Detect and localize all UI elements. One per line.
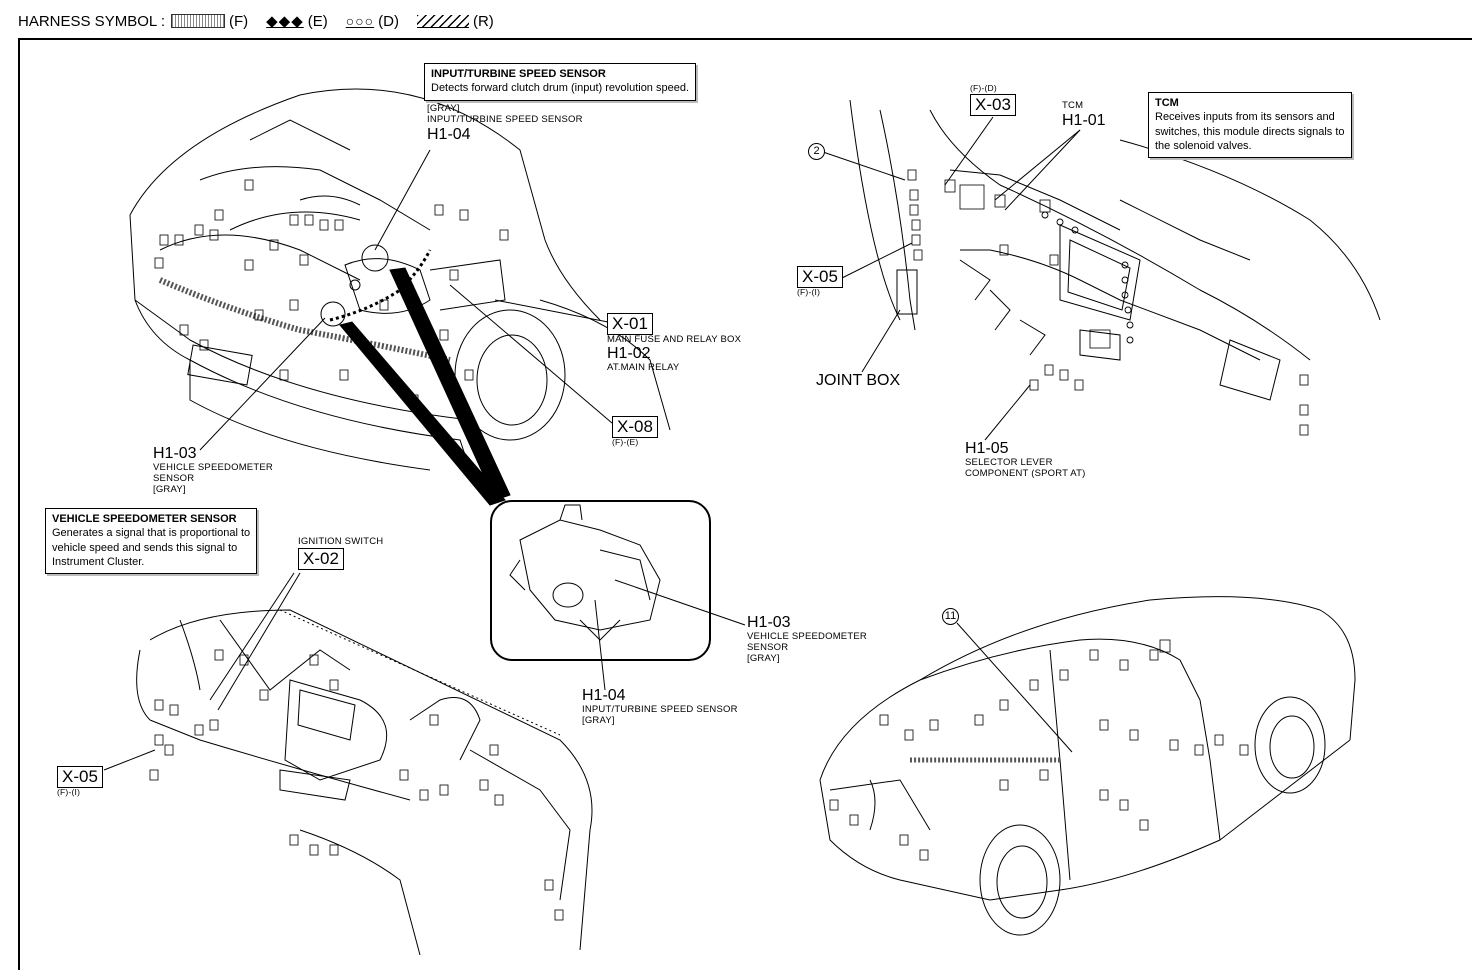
callout-text: Detects forward clutch drum (input) revo… <box>431 82 690 95</box>
inset-transmission-drawing <box>509 504 746 691</box>
tcm-code: H1-01 <box>1062 111 1106 129</box>
x-02-code: X-02 <box>298 547 344 570</box>
harness-r-label: (R) <box>472 12 494 30</box>
x-05-sub: (F)-(I) <box>57 787 81 797</box>
joint-box-shape <box>896 269 918 315</box>
h1-05-line2: COMPONENT (SPORT AT) <box>965 468 1086 480</box>
h1-05-label: H1-05 SELECTOR LEVER COMPONENT (SPORT AT… <box>965 440 1085 480</box>
callout-line: Generates a signal that is proportional … <box>52 527 251 540</box>
joint-box-label: JOINT BOX <box>816 372 901 389</box>
transmission-detail-inset <box>490 500 711 661</box>
h1-04-line2: [GRAY] <box>582 715 615 727</box>
harness-e-pattern-icon: ◆◆◆ <box>266 13 304 30</box>
x-03-sub: (F)-(D) <box>970 83 997 93</box>
harness-symbol-legend: HARNESS SYMBOL : (F) ◆◆◆ (E) ○○○ (D) (R) <box>18 10 494 32</box>
x-08-sub: (F)-(E) <box>612 437 639 447</box>
h1-04-line1: INPUT/TURBINE SPEED SENSOR <box>582 704 738 716</box>
harness-d-label: (D) <box>378 12 399 30</box>
x-05-sub: (F)-(I) <box>797 287 821 297</box>
callout-line: switches, this module directs signals to <box>1155 125 1345 138</box>
callout-line: the solenoid valves. <box>1155 139 1252 152</box>
dashboard-interior-drawing <box>822 99 1381 441</box>
h1-03-line3: [GRAY] <box>747 653 780 665</box>
h1-02-name: AT.MAIN RELAY <box>607 362 680 374</box>
callout-title: INPUT/TURBINE SPEED SENSOR <box>431 68 606 80</box>
h1-04-code: H1-04 <box>427 125 471 143</box>
speedometer-callout: VEHICLE SPEEDOMETER SENSOR Generates a s… <box>45 508 258 575</box>
tcm-label: TCM H1-01 <box>1062 100 1106 130</box>
x-03-code: X-03 <box>970 93 1016 116</box>
x-01-code: X-01 <box>607 313 653 335</box>
callout-line: vehicle speed and sends this signal to <box>52 541 238 554</box>
h1-04-gray: [GRAY] <box>427 103 460 114</box>
h1-05-line1: SELECTOR LEVER <box>965 457 1053 469</box>
ignition-switch-label: IGNITION SWITCH X-02 <box>298 536 384 570</box>
h1-04-name: INPUT/TURBINE SPEED SENSOR <box>427 113 583 125</box>
h1-03-code: H1-03 <box>747 614 791 631</box>
h1-04-code: H1-04 <box>582 687 626 704</box>
h1-03-line2: SENSOR <box>747 642 789 654</box>
instrument-panel-drawing <box>103 572 593 955</box>
callout-title: VEHICLE SPEEDOMETER SENSOR <box>52 513 237 525</box>
harness-f-label: (F) <box>228 12 249 30</box>
callout-line: Receives inputs from its sensors and <box>1155 111 1335 124</box>
h1-02-label: H1-02 AT.MAIN RELAY <box>607 345 679 374</box>
car-body-drawing <box>819 596 1356 936</box>
diagram-frame <box>18 38 1472 970</box>
x-01-name: MAIN FUSE AND RELAY BOX <box>607 334 742 345</box>
harness-r-pattern-icon <box>416 14 469 28</box>
x-08-label: X-08 (F)-(E) <box>612 416 658 448</box>
h1-03-line2: SENSOR <box>153 473 195 485</box>
x-01-label: X-01 MAIN FUSE AND RELAY BOX <box>607 313 741 346</box>
harness-d-pattern-icon: ○○○ <box>345 13 375 29</box>
x-08-code: X-08 <box>612 416 658 438</box>
h1-03-line1: VEHICLE SPEEDOMETER <box>153 462 273 474</box>
callout-title: TCM <box>1155 97 1179 109</box>
tcm-callout: TCM Receives inputs from its sensors and… <box>1148 92 1352 159</box>
h1-05-code: H1-05 <box>965 440 1009 457</box>
circle-marker-2: 2 <box>808 143 825 160</box>
h1-04-top-label: [GRAY] INPUT/TURBINE SPEED SENSOR H1-04 <box>427 103 583 144</box>
harness-f-pattern-icon <box>170 14 225 28</box>
x-05-top-label: X-05 (F)-(I) <box>797 266 843 298</box>
input-sensor-callout: INPUT/TURBINE SPEED SENSOR Detects forwa… <box>424 63 697 101</box>
h1-03-top-label: H1-03 VEHICLE SPEEDOMETER SENSOR [GRAY] <box>153 445 273 496</box>
h1-03-line1: VEHICLE SPEEDOMETER <box>747 631 867 643</box>
h1-03-code: H1-03 <box>153 445 197 462</box>
tcm-name: TCM <box>1062 100 1084 111</box>
x-03-label: (F)-(D) X-03 <box>970 83 1016 116</box>
h1-04-inset-label: H1-04 INPUT/TURBINE SPEED SENSOR [GRAY] <box>582 687 738 727</box>
engine-bay-drawing <box>129 88 671 471</box>
h1-03-line3: [GRAY] <box>153 484 186 496</box>
ignition-switch-name: IGNITION SWITCH <box>298 536 384 547</box>
harness-e-label: (E) <box>307 12 328 30</box>
h1-03-inset-label: H1-03 VEHICLE SPEEDOMETER SENSOR [GRAY] <box>747 614 867 665</box>
x-05-code: X-05 <box>57 766 103 788</box>
callout-line: Instrument Cluster. <box>52 555 145 568</box>
x-05-bottom-label: X-05 (F)-(I) <box>57 766 103 798</box>
x-05-code: X-05 <box>797 266 843 288</box>
circle-marker-11: 11 <box>942 608 959 625</box>
h1-02-code: H1-02 <box>607 345 651 362</box>
harness-symbol-label: HARNESS SYMBOL : <box>18 12 165 30</box>
